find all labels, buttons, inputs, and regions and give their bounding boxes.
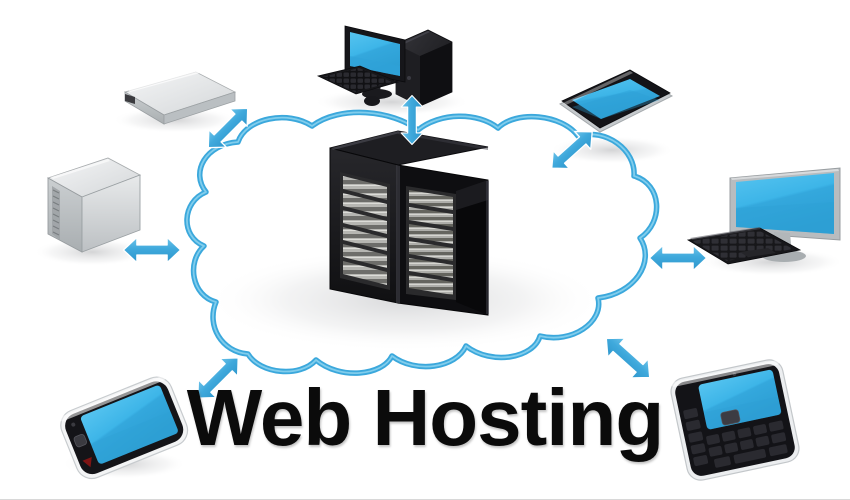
right-monitor bbox=[729, 167, 841, 262]
arrow-top-right bbox=[543, 122, 601, 178]
cloud-outline bbox=[184, 109, 660, 376]
device-qwerty-phone[interactable] bbox=[668, 357, 801, 482]
device-desktop-computer[interactable] bbox=[316, 25, 453, 107]
tower-shadow bbox=[34, 238, 150, 266]
device-smartphone[interactable] bbox=[56, 372, 192, 483]
right-keyboard bbox=[686, 227, 802, 265]
device-tablet[interactable] bbox=[558, 69, 674, 133]
arrow-top-left bbox=[198, 98, 258, 158]
page-title: Web Hosting bbox=[186, 373, 664, 462]
device-external-hard-drive[interactable] bbox=[123, 71, 237, 125]
pc-keyboard bbox=[316, 65, 400, 95]
arrow-right bbox=[648, 244, 708, 272]
pc-mouse bbox=[364, 96, 380, 106]
arrow-top bbox=[400, 94, 424, 146]
server-racks[interactable] bbox=[329, 130, 489, 316]
rack-right-slots bbox=[409, 190, 453, 295]
qwerty-keys bbox=[683, 408, 788, 468]
rack-left-slots bbox=[343, 176, 387, 285]
device-desktop-tower[interactable] bbox=[46, 157, 142, 253]
tower-vents bbox=[52, 186, 60, 240]
device-monitor-keyboard[interactable] bbox=[686, 167, 841, 265]
arrow-left bbox=[122, 236, 182, 264]
